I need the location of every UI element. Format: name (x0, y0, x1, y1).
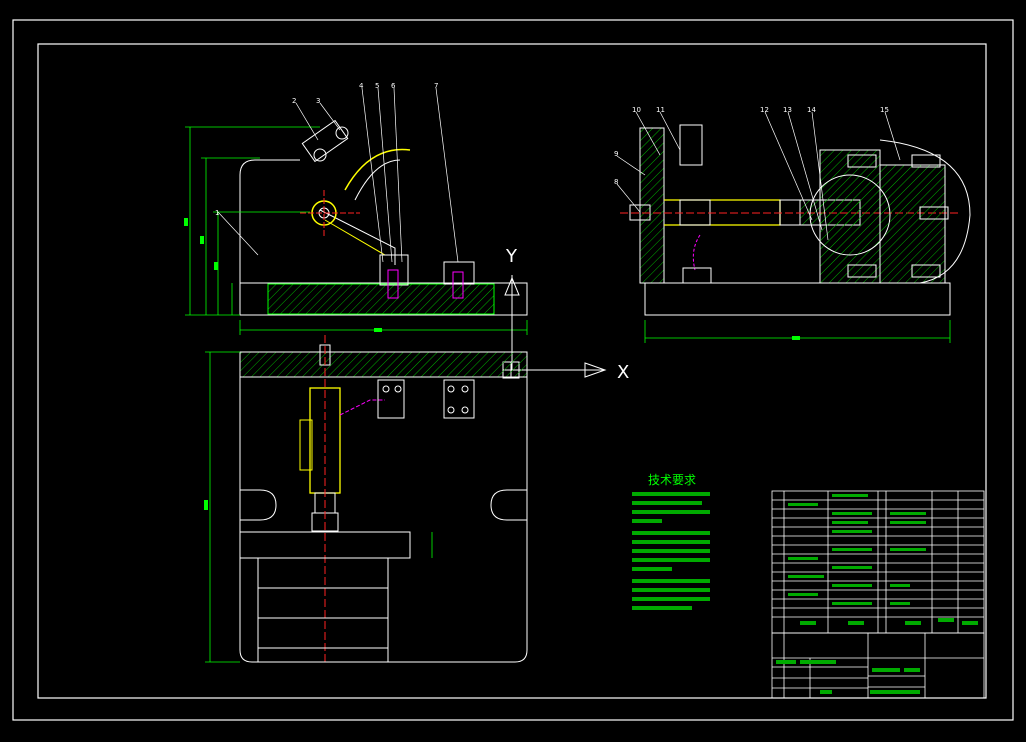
balloon-4: 4 (359, 82, 364, 90)
balloon-5: 5 (375, 82, 379, 90)
outer-border (12, 19, 1014, 721)
inner-border (37, 43, 987, 699)
parts-list-cell-marks (776, 494, 978, 694)
axis-y-label: Y (505, 246, 518, 267)
balloon-9: 9 (614, 150, 618, 158)
notes-text-lines (632, 492, 710, 610)
balloon-15: 15 (880, 106, 889, 114)
top-view (204, 335, 528, 665)
balloon-12: 12 (760, 106, 769, 114)
balloon-10: 10 (632, 106, 641, 114)
balloon-6: 6 (391, 82, 396, 90)
balloon-14: 14 (807, 106, 816, 114)
balloon-labels: 1 2 3 4 5 6 7 8 9 10 11 12 13 14 15 (215, 82, 889, 217)
front-view (184, 87, 528, 335)
axis-x-label: X (617, 362, 629, 383)
balloon-3: 3 (316, 97, 320, 105)
balloon-1: 1 (215, 209, 219, 217)
front-base-plate (239, 282, 528, 316)
balloon-7: 7 (434, 82, 438, 90)
notes-title: 技术要求 (648, 473, 696, 487)
side-view (616, 111, 971, 343)
balloon-13: 13 (783, 106, 792, 114)
balloon-8: 8 (614, 178, 618, 186)
balloon-2: 2 (292, 97, 296, 105)
balloon-11: 11 (656, 106, 665, 114)
